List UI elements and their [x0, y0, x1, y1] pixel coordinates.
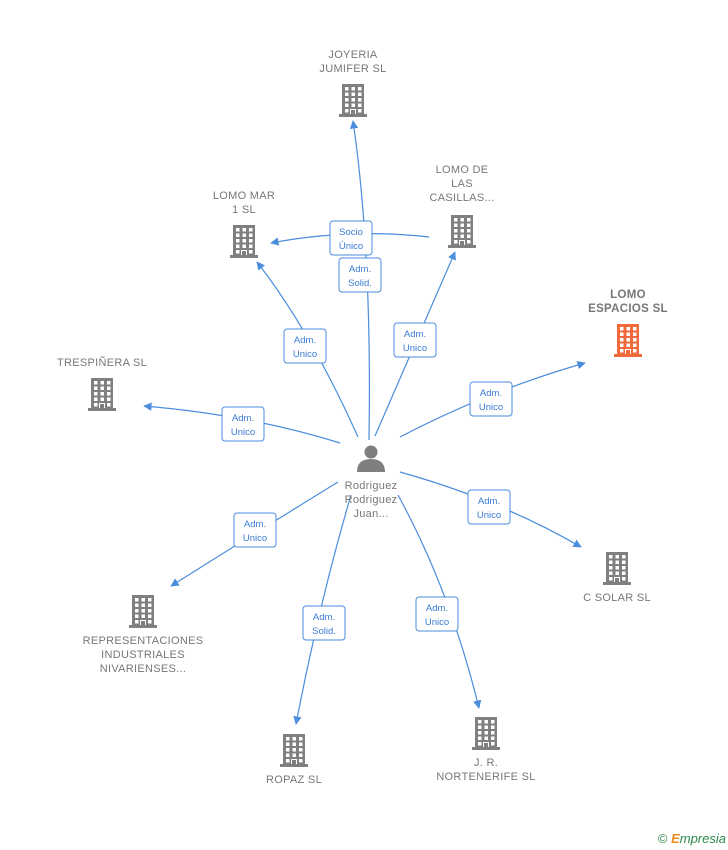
- company-name-line: CASILLAS...: [429, 192, 494, 204]
- edge-label-representaciones[interactable]: Adm. Unico: [233, 512, 277, 548]
- edge-label-box: [338, 257, 382, 293]
- edge-labels-layer: Adm.Solid.SocioÚnicoAdm.UnicoAdm.UnicoAd…: [221, 220, 513, 641]
- company-name-line: NIVARIENSES...: [100, 663, 187, 675]
- edge-label-line: Unico: [425, 617, 449, 628]
- company-name-line: ROPAZ SL: [266, 774, 322, 786]
- edge-label-trespinera[interactable]: Adm. Unico: [221, 406, 265, 442]
- company-name-line: NORTENERIFE SL: [436, 771, 535, 783]
- edge-label-box: [221, 406, 265, 442]
- building-icon: [88, 378, 116, 411]
- company-node-lomo-casillas[interactable]: LOMO DE LAS CASILLAS...: [429, 164, 494, 248]
- building-icon: [614, 324, 642, 357]
- edge-label-line: Unico: [477, 510, 501, 521]
- edge-label-line: Adm.: [294, 335, 316, 346]
- edge-label-line: Solid.: [312, 626, 336, 637]
- edge-label-c-solar[interactable]: Adm. Unico: [467, 489, 511, 525]
- company-name-line: LOMO: [610, 289, 646, 301]
- person-name-line: Rodriguez: [345, 480, 398, 492]
- company-name-line: J. R.: [474, 757, 498, 769]
- company-node-c-solar[interactable]: C SOLAR SL: [583, 552, 651, 604]
- company-node-ropaz[interactable]: ROPAZ SL: [266, 734, 322, 786]
- edge-label-nortenerife[interactable]: Adm. Unico: [415, 596, 459, 632]
- edge-label-box: [283, 328, 327, 364]
- building-icon: [129, 595, 157, 628]
- company-node-joyeria[interactable]: JOYERIA JUMIFER SL: [319, 49, 386, 117]
- edge-label-joyeria[interactable]: Adm. Solid.: [338, 257, 382, 293]
- edge-label-line: Adm.: [349, 264, 371, 275]
- edge-label-box: [415, 596, 459, 632]
- copyright-symbol: ©: [657, 831, 668, 846]
- edge-label-line: Unico: [293, 349, 317, 360]
- edge-label-lomo-espacios[interactable]: Adm. Unico: [469, 381, 513, 417]
- building-icon: [472, 717, 500, 750]
- company-name-line: 1 SL: [232, 204, 256, 216]
- edge-label-box: [329, 220, 373, 256]
- company-node-nortenerife[interactable]: J. R. NORTENERIFE SL: [436, 717, 535, 783]
- edge-label-line: Unico: [243, 533, 267, 544]
- nodes-layer: RodriguezRodriguezJuan...JOYERIAJUMIFER …: [57, 49, 668, 786]
- company-name-line: LOMO DE: [436, 164, 489, 176]
- edge-label-line: Unico: [479, 402, 503, 413]
- company-name-line: LAS: [451, 178, 473, 190]
- edge-label-line: Adm.: [480, 388, 502, 399]
- brand-initial: E: [671, 831, 680, 846]
- building-icon: [280, 734, 308, 767]
- building-icon: [603, 552, 631, 585]
- edge-label-box: [467, 489, 511, 525]
- edge-label-line: Único: [339, 241, 363, 252]
- edges-layer: [143, 120, 586, 725]
- edge-label-box: [233, 512, 277, 548]
- person-node[interactable]: RodriguezRodriguezJuan...: [345, 445, 398, 521]
- edge-label-box: [469, 381, 513, 417]
- brand-name: mpresia: [679, 831, 726, 846]
- company-name-line: TRESPIÑERA SL: [57, 356, 147, 369]
- company-name-line: INDUSTRIALES: [101, 649, 185, 661]
- edge-ropaz: [293, 494, 352, 725]
- company-node-lomo-mar[interactable]: LOMO MAR 1 SL: [213, 190, 275, 258]
- edge-nortenerife: [397, 494, 482, 709]
- edge-label-line: Adm.: [478, 496, 500, 507]
- empresia-watermark: © Empresia: [658, 831, 726, 846]
- edge-label-box: [302, 605, 346, 641]
- building-icon: [339, 84, 367, 117]
- edge-label-lomo-casillas[interactable]: Adm. Unico: [393, 322, 437, 358]
- edge-label-line: Unico: [231, 427, 255, 438]
- person-icon: [357, 445, 385, 472]
- edge-label-line: Adm.: [426, 603, 448, 614]
- edge-label-ropaz[interactable]: Adm. Solid.: [302, 605, 346, 641]
- edge-label-line: Unico: [403, 343, 427, 354]
- edge-label-line: Solid.: [348, 278, 372, 289]
- edge-label-box: [393, 322, 437, 358]
- edge-label-line: Socio: [339, 227, 363, 238]
- edge-label-line: Adm.: [232, 413, 254, 424]
- company-name-line: C SOLAR SL: [583, 592, 651, 604]
- company-name-line: JOYERIA: [328, 49, 378, 61]
- company-node-representaciones[interactable]: REPRESENTACIONES INDUSTRIALES NIVARIENSES.…: [83, 595, 204, 675]
- edge-label-lomo-mar[interactable]: Adm. Unico: [283, 328, 327, 364]
- edge-label-line: Adm.: [404, 329, 426, 340]
- person-name-line: Juan...: [353, 508, 388, 520]
- edge-label-line: Adm.: [244, 519, 266, 530]
- person-name-line: Rodriguez: [345, 494, 398, 506]
- company-node-lomo-espacios[interactable]: LOMO ESPACIOS SL: [588, 289, 668, 357]
- building-icon: [230, 225, 258, 258]
- company-name-line: JUMIFER SL: [319, 63, 386, 75]
- company-name-line: LOMO MAR: [213, 190, 275, 202]
- company-name-line: ESPACIOS SL: [588, 303, 668, 315]
- company-name-line: REPRESENTACIONES: [83, 635, 204, 647]
- building-icon: [448, 215, 476, 248]
- edge-label-line: Adm.: [313, 612, 335, 623]
- company-node-trespinera[interactable]: TRESPIÑERA SL: [57, 356, 147, 411]
